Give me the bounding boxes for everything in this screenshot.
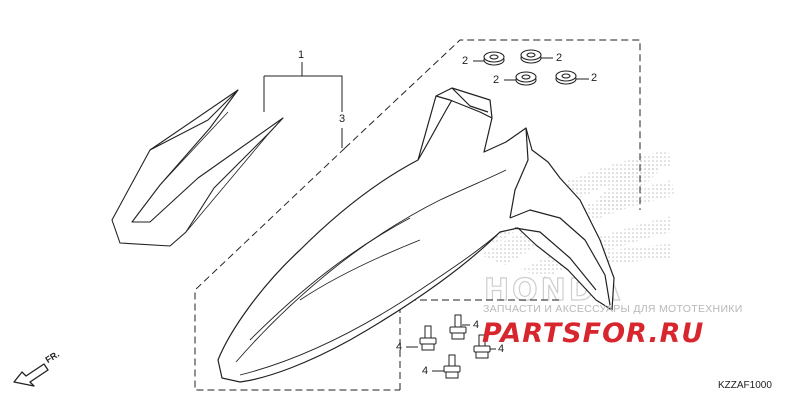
watermark-subtitle: ЗАПЧАСТИ И АКСЕССУАРЫ ДЛЯ МОТОТЕХНИКИ <box>483 303 743 315</box>
callout-bolt: 4 <box>473 319 480 331</box>
callout-decal: 3 <box>339 113 346 125</box>
grommet <box>515 71 537 86</box>
bolt <box>443 354 461 379</box>
grommets <box>483 49 577 86</box>
bolt <box>419 325 437 351</box>
front-fender <box>217 87 615 383</box>
bolts <box>419 314 491 379</box>
front-direction-arrow <box>13 363 49 387</box>
fender-decal <box>111 89 284 247</box>
callout-bolt: 4 <box>396 341 403 353</box>
callout-grommet: 2 <box>493 74 500 86</box>
diagram-code: KZZAF1000 <box>718 380 772 391</box>
watermark-site: PARTSFOR.RU <box>482 318 705 349</box>
grommet <box>483 51 505 66</box>
callout-grommet: 2 <box>462 55 469 67</box>
grommet <box>520 49 542 64</box>
bolt <box>449 314 467 340</box>
callout-bolt: 4 <box>498 343 505 355</box>
callout-leaders <box>263 57 589 372</box>
callout-grommet: 2 <box>591 72 598 84</box>
callout-main-assembly: 1 <box>298 49 305 61</box>
callout-grommet: 2 <box>556 52 563 64</box>
bolt <box>473 334 491 359</box>
callout-bolt: 4 <box>422 365 429 377</box>
grommet <box>555 70 577 85</box>
